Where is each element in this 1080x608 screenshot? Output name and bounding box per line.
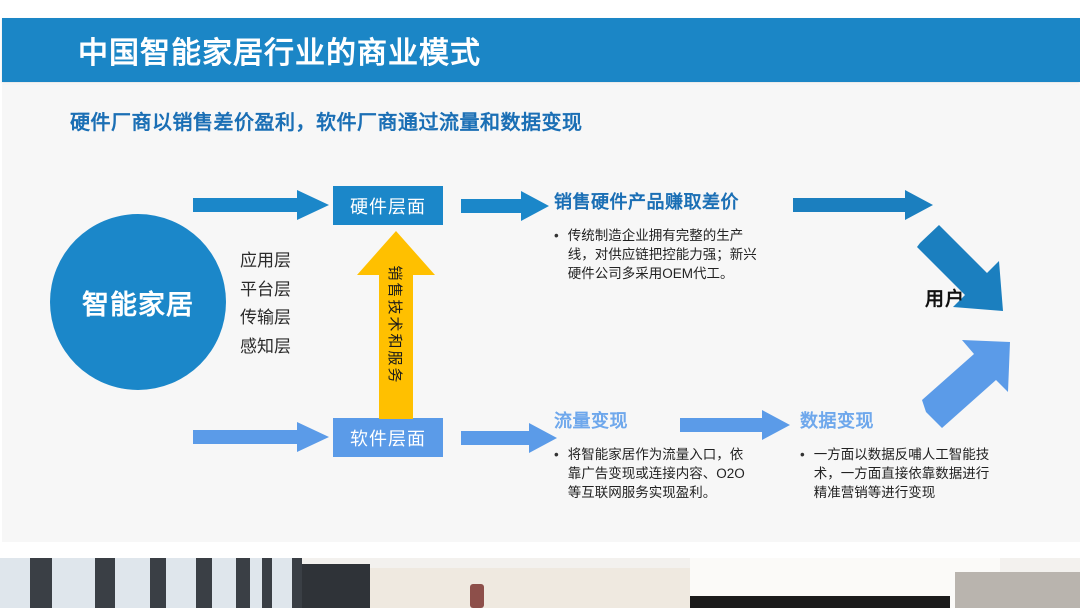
photo-door-frame — [292, 558, 302, 608]
arrow-circle-to-software — [193, 422, 329, 452]
bullet-icon: • — [554, 447, 559, 462]
layer-label-application: 应用层 — [240, 251, 291, 270]
block-traffic-monetization: 流量变现 • 将智能家居作为流量入口，依靠广告变现或连接内容、O2O等互联网服务… — [554, 407, 754, 502]
photo-slat-2 — [95, 558, 115, 608]
block-hardware-profit-text: 传统制造企业拥有完整的生产线，对供应链把控能力强；新兴硬件公司多采用OEM代工。 — [567, 228, 757, 282]
photo-slat-5 — [236, 558, 250, 608]
photo-slat-6 — [262, 558, 272, 608]
block-hardware-profit: 销售硬件产品赚取差价 • 传统制造企业拥有完整的生产线，对供应链把控能力强；新兴… — [554, 188, 769, 283]
photo-doorway — [302, 564, 370, 608]
bullet-icon: • — [554, 228, 559, 243]
arrow-traffic-to-data — [680, 410, 790, 440]
photo-dark-shelf — [690, 596, 950, 608]
subtitle: 硬件厂商以销售差价盈利，软件厂商通过流量和数据变现 — [70, 112, 583, 134]
block-hardware-profit-title: 销售硬件产品赚取差价 — [554, 192, 739, 212]
block-data-monetization-title: 数据变现 — [800, 411, 874, 431]
software-layer-box-label: 软件层面 — [350, 428, 426, 449]
arrow-circle-to-hardware — [193, 190, 329, 220]
layer-label-perception: 感知层 — [240, 337, 291, 357]
arrow-profit-to-user — [793, 190, 933, 220]
bullet-icon: • — [800, 447, 805, 462]
layer-label-platform: 平台层 — [240, 279, 291, 299]
sell-tech-service-arrow: 销售技术和服务 — [357, 231, 435, 419]
software-layer-box: 软件层面 — [333, 418, 443, 457]
photo-plant — [470, 584, 484, 608]
block-data-monetization-body: • 一方面以数据反哺人工智能技术，一方面直接依靠数据进行精准营销等进行变现 — [800, 445, 990, 502]
slide-top-margin — [0, 0, 1080, 18]
photo-slat-1 — [30, 558, 52, 608]
arrow-hardware-to-profit — [461, 191, 549, 221]
layer-stack: 应用层 平台层 传输层 感知层 — [240, 251, 320, 357]
photo-slat-3 — [150, 558, 166, 608]
hardware-layer-box: 硬件层面 — [333, 186, 443, 225]
smart-home-circle-label: 智能家居 — [82, 289, 194, 320]
page-title: 中国智能家居行业的商业模式 — [78, 37, 481, 70]
photo-wall-panel — [370, 568, 690, 608]
block-data-monetization-text: 一方面以数据反哺人工智能技术，一方面直接依靠数据进行精准营销等进行变现 — [813, 447, 990, 501]
footer-photo — [0, 558, 1080, 608]
block-traffic-monetization-text: 将智能家居作为流量入口，依靠广告变现或连接内容、O2O等互联网服务实现盈利。 — [567, 447, 745, 501]
header-bar — [2, 18, 1080, 82]
photo-slat-4 — [196, 558, 212, 608]
block-data-monetization: 数据变现 • 一方面以数据反哺人工智能技术，一方面直接依靠数据进行精准营销等进行… — [800, 407, 990, 502]
arrow-diagonal-up-to-user — [922, 340, 1010, 428]
photo-stone-wall — [955, 572, 1080, 608]
up-arrow-shape — [357, 231, 435, 419]
arrow-diagonal-down-to-user — [917, 225, 1003, 311]
hardware-layer-box-label: 硬件层面 — [350, 196, 426, 217]
layer-label-transport: 传输层 — [240, 308, 291, 328]
arrow-software-to-traffic — [461, 423, 557, 453]
smart-home-circle: 智能家居 — [50, 214, 226, 390]
block-traffic-monetization-title: 流量变现 — [554, 411, 628, 431]
block-hardware-profit-body: • 传统制造企业拥有完整的生产线，对供应链把控能力强；新兴硬件公司多采用OEM代… — [554, 226, 769, 283]
block-traffic-monetization-body: • 将智能家居作为流量入口，依靠广告变现或连接内容、O2O等互联网服务实现盈利。 — [554, 445, 754, 502]
user-label: 用户 — [925, 289, 966, 310]
